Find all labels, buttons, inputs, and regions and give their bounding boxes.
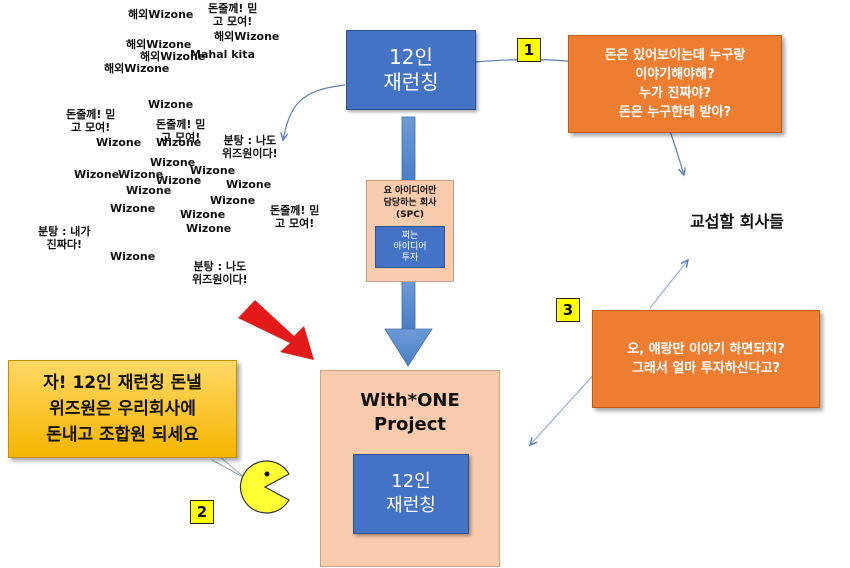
top-relaunch-box: 12인 재런칭 — [346, 30, 476, 110]
project-inner-box: 12인 재런칭 — [353, 454, 469, 534]
crowd-text: Wizone — [110, 250, 156, 263]
pacman-icon — [239, 460, 290, 514]
crowd-text: Wizone — [110, 202, 156, 215]
crowd-text: Wizone — [180, 208, 226, 221]
crowd-text: Wizone — [156, 174, 202, 187]
crowd-text: 해외Wizone — [214, 30, 280, 43]
crowd-text: Wizone — [156, 136, 202, 149]
crowd-text: 해외Wizone — [140, 50, 206, 63]
question-box-top: 돈은 있어보이는데 누구랑 이야기해야해? 누가 진짜야? 돈은 누구한테 받아… — [568, 35, 782, 133]
crowd-text: 분탕 : 나도 위즈원이다! — [192, 260, 248, 286]
crowd-text: 해외Wizone — [126, 38, 192, 51]
crowd-text: Mahal kita — [190, 48, 255, 61]
red-arrow — [238, 300, 314, 360]
curve-top-to-crowd — [283, 84, 346, 140]
spc-box: 요 아이디어만 담당하는 회사 (SPC) 쩌는 아이디어 투자 — [366, 180, 454, 282]
crowd-text: Wizone — [74, 168, 120, 181]
project-title: With*ONE Project — [360, 390, 460, 435]
crowd-text: Wizone — [186, 222, 232, 235]
number-badge-1: 1 — [517, 38, 541, 62]
crowd-text: 해외Wizone — [104, 62, 170, 75]
crowd-text: Wizone — [190, 164, 236, 177]
number-badge-3: 3 — [556, 298, 580, 322]
big-down-arrow — [384, 116, 433, 367]
line-to-project — [530, 369, 599, 445]
spc-inner-box: 쩌는 아이디어 투자 — [375, 226, 445, 268]
crowd-text: Wizone — [118, 168, 164, 181]
crowd-text: 돈줄께! 믿 고 모여! — [156, 118, 206, 144]
yellow-callout-text: 자! 12인 재런칭 돈낼 위즈원은 우리회사에 돈내고 조합원 되세요 — [43, 373, 202, 445]
project-inner-label: 12인 재런칭 — [386, 471, 436, 516]
crowd-text: 돈줄께! 믿 고 모여! — [66, 108, 116, 134]
crowd-text: 분탕 : 내가 진짜다! — [38, 225, 91, 251]
number-badge-2: 2 — [190, 500, 214, 524]
companies-label: 교섭할 회사들 — [690, 212, 784, 231]
yellow-callout: 자! 12인 재런칭 돈낼 위즈원은 우리회사에 돈내고 조합원 되세요 — [8, 360, 237, 458]
crowd-text: Wizone — [150, 156, 196, 169]
question-top-text: 돈은 있어보이는데 누구랑 이야기해야해? 누가 진짜야? 돈은 누구한테 받아… — [604, 48, 746, 120]
crowd-text: Wizone — [126, 184, 172, 197]
question-box-bottom: 오, 얘랑만 이야기 하면되지? 그래서 얼마 투자하신다고? — [592, 310, 820, 408]
top-box-label: 12인 재런칭 — [383, 45, 439, 94]
crowd-text: Wizone — [226, 178, 272, 191]
crowd-text: Wizone — [148, 98, 194, 111]
crowd-text: Wizone — [96, 136, 142, 149]
crowd-text: 분탕 : 나도 위즈원이다! — [222, 134, 278, 160]
crowd-text: 해외Wizone — [128, 8, 194, 21]
project-box: With*ONE Project 12인 재런칭 — [320, 370, 500, 567]
line-to-companies — [649, 260, 688, 309]
question-bottom-text: 오, 얘랑만 이야기 하면되지? 그래서 얼마 투자하신다고? — [627, 342, 785, 376]
spc-inner-label: 쩌는 아이디어 투자 — [393, 230, 427, 263]
spc-label: 요 아이디어만 담당하는 회사 (SPC) — [383, 186, 437, 220]
crowd-text: 돈줄께! 믿 고 모여! — [270, 204, 320, 230]
crowd-text: Wizone — [210, 194, 256, 207]
crowd-text: 돈줄께! 믿 고 모여! — [208, 2, 258, 28]
